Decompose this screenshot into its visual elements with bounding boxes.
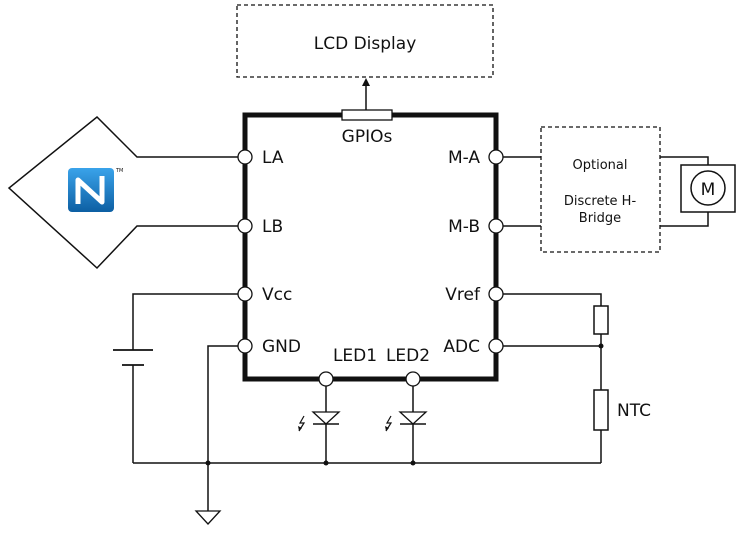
gpio-label: GPIOs	[342, 127, 393, 147]
pin-lb: LB	[237, 217, 283, 237]
gpio-arrow	[362, 78, 370, 111]
h-bridge-box: Optional Discrete H- Bridge	[503, 126, 661, 253]
battery-icon	[113, 293, 238, 463]
svg-text:TM: TM	[115, 168, 123, 174]
pin-label-lb: LB	[262, 217, 283, 237]
led-icon	[385, 386, 428, 463]
pin-label-adc: ADC	[443, 337, 480, 357]
led-icon	[298, 386, 341, 463]
pin-label-m-b: M-B	[448, 217, 480, 237]
pin-label-m-a: M-A	[448, 148, 480, 168]
pin-led1: LED1	[318, 346, 377, 387]
resistor-icon	[593, 305, 609, 335]
pin-gnd: GND	[237, 337, 301, 357]
pin-led2: LED2	[386, 346, 430, 387]
ntc-divider	[503, 293, 604, 463]
optional-label: Optional	[573, 158, 628, 173]
gpio-connector	[341, 109, 393, 121]
pin-la: LA	[237, 148, 284, 168]
pin-adc: ADC	[443, 337, 504, 357]
motor-label: M	[701, 180, 716, 200]
hbridge-label-1: Discrete H-	[564, 194, 637, 209]
ntc-label: NTC	[617, 401, 651, 421]
lcd-display-box: LCD Display	[236, 4, 494, 78]
pin-label-vcc: Vcc	[262, 285, 292, 305]
motor-icon: M	[660, 156, 736, 227]
pin-m-a: M-A	[448, 148, 504, 168]
nfc-antenna	[7, 115, 245, 270]
ground-icon	[194, 510, 222, 525]
lcd-display-label: LCD Display	[314, 34, 417, 54]
hbridge-label-2: Bridge	[579, 211, 621, 226]
pin-label-la: LA	[262, 148, 284, 168]
pin-label-vref: Vref	[445, 285, 481, 305]
pin-vref: Vref	[445, 285, 504, 305]
ntc-thermistor	[593, 389, 609, 431]
pin-vcc: Vcc	[237, 285, 292, 305]
led1-label: LED1	[333, 346, 377, 366]
led2-label: LED2	[386, 346, 430, 366]
nfc-logo-icon: TM	[68, 168, 123, 212]
gnd-wire	[207, 345, 238, 498]
pin-label-gnd: GND	[262, 337, 301, 357]
